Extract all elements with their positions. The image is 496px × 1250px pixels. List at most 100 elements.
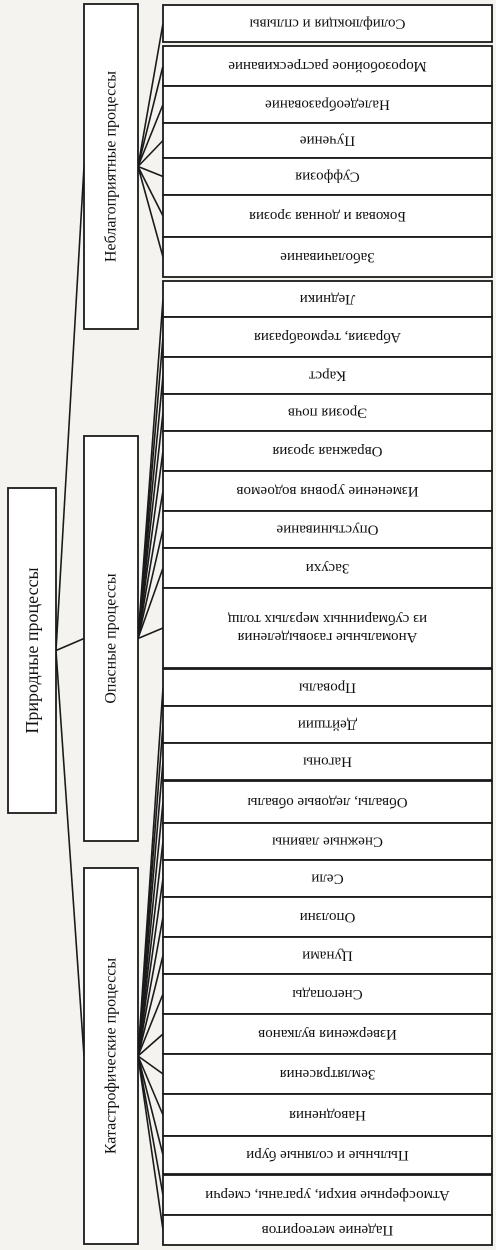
- process-item-text-line: Снежные лавины: [272, 834, 383, 850]
- process-item: Аномальные газовыделенияиз субмаринных м…: [162, 587, 493, 669]
- connector-lines: [55, 23, 164, 1231]
- process-item-box: [162, 280, 493, 318]
- category-to-item-connector: [137, 955, 164, 1057]
- process-item-box: [162, 859, 493, 898]
- category-label: Катастрофические процессы: [103, 958, 120, 1155]
- process-item: Засухи: [162, 547, 493, 589]
- category-to-item-connector: [137, 450, 164, 639]
- category-to-item-connector: [137, 1055, 164, 1116]
- category-to-item-connector: [137, 1055, 164, 1196]
- process-item-text-line: Изменение уровня водоемов: [236, 483, 418, 499]
- category-node: Катастрофические процессы: [83, 867, 139, 1245]
- category-to-item-connector: [137, 104, 164, 167]
- process-item-label: Эрозия почв: [288, 405, 367, 421]
- process-item-label: Дейтшии: [298, 717, 357, 733]
- process-item-text-line: Пыльные и соляные бури: [246, 1147, 408, 1163]
- process-item-label: Землятрясения: [280, 1066, 376, 1082]
- process-item-text-line: Атмосферные вихри, ураганы, смерчи: [205, 1187, 449, 1203]
- process-item-label: Провалы: [299, 680, 356, 696]
- process-item: Абразия, термоабразия: [162, 316, 493, 358]
- process-item-label: Солифлюкция и сплывы: [249, 16, 405, 32]
- process-item-text-line: Морозобойное растрескивание: [228, 58, 427, 74]
- process-item-label: Овражная эрозия: [272, 443, 382, 459]
- process-item-box: [162, 45, 493, 87]
- process-item-box: [162, 587, 493, 669]
- process-item-box: [162, 1013, 493, 1055]
- category-to-item-connector: [137, 412, 164, 639]
- process-item-text-line: Опустынивание: [276, 522, 378, 538]
- root-box: [7, 487, 57, 814]
- category-node: Неблагоприятные процессы: [83, 3, 139, 330]
- category-to-item-connector: [137, 993, 164, 1057]
- process-item-box: [162, 780, 493, 824]
- category-box: [83, 435, 139, 842]
- process-item-label: Опустынивание: [276, 522, 378, 538]
- process-item: Эрозия почв: [162, 393, 493, 432]
- process-item: Падение метеоритов: [162, 1214, 493, 1246]
- process-item-text-line: Провалы: [299, 680, 356, 696]
- category-to-item-connector: [137, 916, 164, 1057]
- process-item-label: Суффозия: [295, 169, 360, 185]
- category-to-item-connector: [137, 529, 164, 639]
- process-item-box: [162, 194, 493, 238]
- process-item: Изменение уровня водоемов: [162, 470, 493, 512]
- process-item: Боковая и донная эрозия: [162, 194, 493, 238]
- category-box: [83, 3, 139, 330]
- category-to-item-connector: [137, 1033, 164, 1057]
- process-item-box: [162, 936, 493, 975]
- diagram-boxes: Природные процессы Неблагоприятные процес…: [7, 3, 493, 1246]
- process-item: Провалы: [162, 668, 493, 707]
- process-item-box: [162, 356, 493, 395]
- root-to-category-connector: [55, 650, 85, 1057]
- process-item: Солифлюкция и сплывы: [162, 4, 493, 43]
- process-item-box: [162, 822, 493, 861]
- process-item-label: Оползни: [300, 909, 356, 925]
- process-item-box: [162, 1053, 493, 1095]
- process-item: Опустынивание: [162, 510, 493, 549]
- process-item-text-line: Падение метеоритов: [262, 1222, 394, 1238]
- process-item-box: [162, 393, 493, 432]
- category-box: [83, 867, 139, 1245]
- process-item: Оползни: [162, 896, 493, 938]
- category-to-item-connector: [137, 841, 164, 1057]
- process-item: Заболачивание: [162, 236, 493, 278]
- process-item-label: Нагоны: [303, 754, 352, 770]
- process-item-label: Засухи: [306, 560, 350, 576]
- category-to-item-connector: [137, 65, 164, 167]
- process-item: Овражная эрозия: [162, 430, 493, 472]
- root-label: Природные процессы: [22, 567, 42, 733]
- process-item-box: [162, 430, 493, 472]
- process-item-text-line: Пучение: [300, 133, 356, 149]
- process-item-box: [162, 4, 493, 43]
- category-to-item-connector: [137, 567, 164, 639]
- process-item-text-line: Извержения вулканов: [258, 1026, 397, 1042]
- process-item-box: [162, 316, 493, 358]
- process-item-text-line: Карст: [308, 368, 346, 384]
- process-item-text-line: Нагоны: [303, 754, 352, 770]
- process-item-box: [162, 742, 493, 781]
- process-item: Морозобойное растрескивание: [162, 45, 493, 87]
- root-node: Природные процессы: [7, 487, 57, 814]
- process-item-text-line: Абразия, термоабразия: [254, 329, 401, 345]
- process-item-label: Снегопады: [292, 986, 362, 1002]
- category-to-item-connector: [137, 627, 164, 640]
- process-item: Обвалы, ледовые обвалы: [162, 780, 493, 824]
- process-item-label: Наводнения: [289, 1107, 366, 1123]
- process-item-label: Боковая и донная эрозия: [249, 208, 406, 224]
- category-to-item-connector: [137, 23, 164, 167]
- process-item: Атмосферные вихри, ураганы, смерчи: [162, 1174, 493, 1216]
- process-item-label: Цунами: [302, 948, 353, 964]
- process-item-label: Пучение: [300, 133, 356, 149]
- process-item-label: Падение метеоритов: [262, 1222, 394, 1238]
- process-item-text-line: из субмаринных мерзлых толщ: [227, 611, 427, 627]
- category-to-item-connector: [137, 166, 164, 258]
- process-item-text-line: Дейтшии: [298, 717, 357, 733]
- process-item-label: Извержения вулканов: [258, 1026, 397, 1042]
- process-item: Ледники: [162, 280, 493, 318]
- process-item: Дейтшии: [162, 705, 493, 744]
- process-item: Сели: [162, 859, 493, 898]
- process-item-text-line: Сели: [311, 871, 343, 887]
- process-item-box: [162, 896, 493, 938]
- process-item-label: Обвалы, ледовые обвалы: [247, 794, 407, 810]
- process-item-label: Наледеобразование: [265, 97, 390, 113]
